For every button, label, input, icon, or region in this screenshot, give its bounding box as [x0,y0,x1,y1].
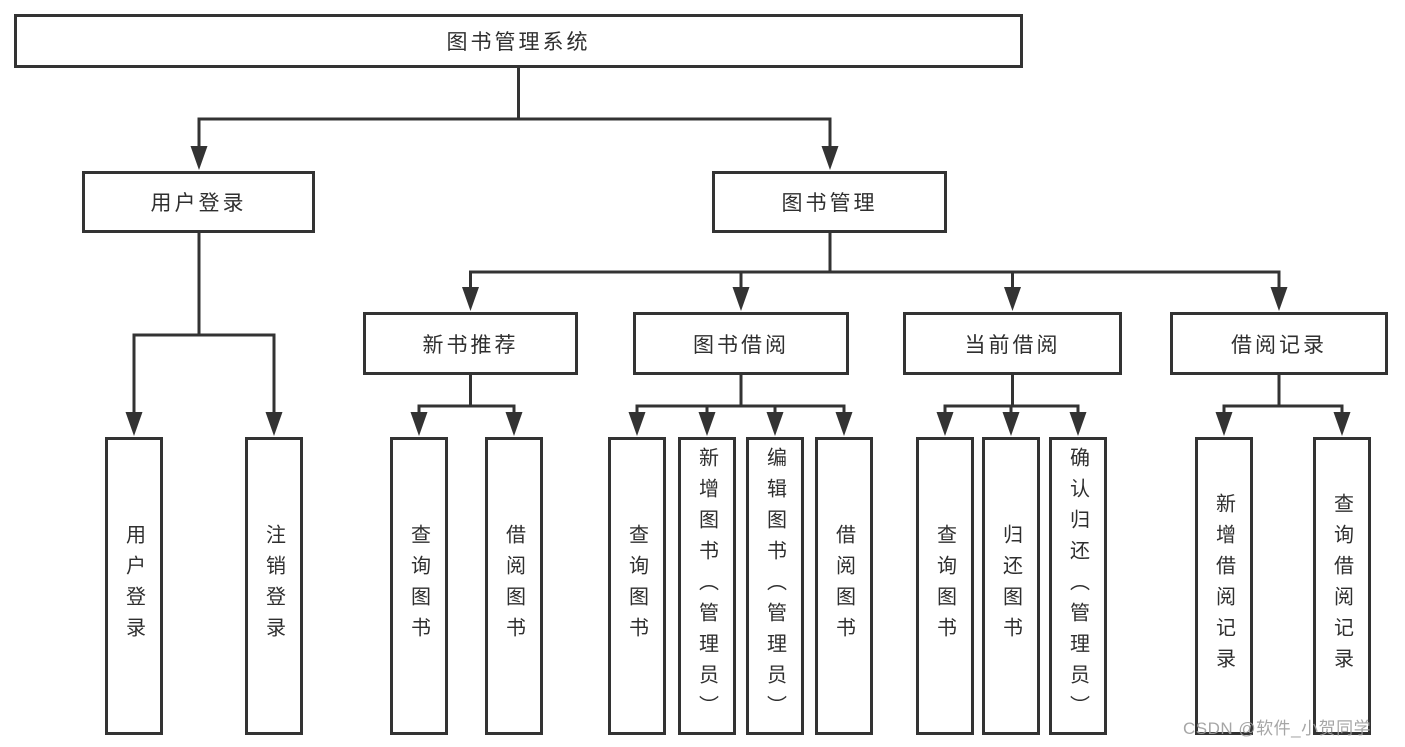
leaf-borrow-book-1: 借阅图书 [485,437,543,735]
node-user-login-module: 用户登录 [82,171,315,233]
leaf-user-login: 用户登录 [105,437,163,735]
leaf-confirm-return-admin: 确认归还（管理员） [1049,437,1107,735]
leaf-return-book: 归还图书 [982,437,1040,735]
leaf-query-book-3: 查询图书 [916,437,974,735]
node-book-borrow: 图书借阅 [633,312,849,375]
csdn-watermark: CSDN @软件_小贺同学 [1183,719,1372,738]
leaf-query-borrow-record: 查询借阅记录 [1313,437,1371,735]
node-new-book-recommend: 新书推荐 [363,312,578,375]
leaf-add-book-admin: 新增图书（管理员） [678,437,736,735]
node-root-system: 图书管理系统 [14,14,1023,68]
leaf-borrow-book-2: 借阅图书 [815,437,873,735]
node-borrow-record: 借阅记录 [1170,312,1388,375]
leaf-edit-book-admin: 编辑图书（管理员） [746,437,804,735]
node-current-borrow: 当前借阅 [903,312,1122,375]
leaf-add-borrow-record: 新增借阅记录 [1195,437,1253,735]
node-book-management-module: 图书管理 [712,171,947,233]
leaf-logout: 注销登录 [245,437,303,735]
leaf-query-book-2: 查询图书 [608,437,666,735]
leaf-query-book-1: 查询图书 [390,437,448,735]
